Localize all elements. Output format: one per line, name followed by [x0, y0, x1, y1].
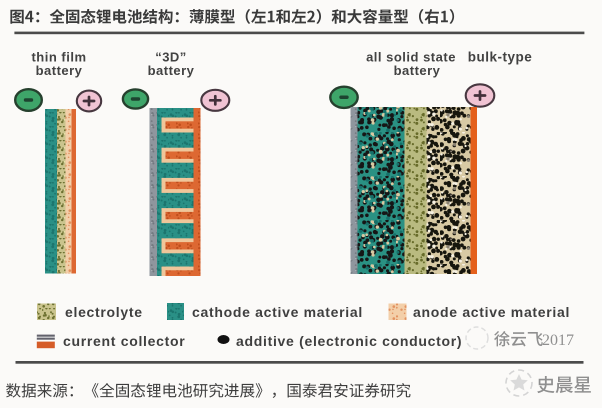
svg-text:cathode active material: cathode active material: [192, 304, 363, 320]
svg-text:all solid state: all solid state: [366, 49, 456, 64]
svg-text:battery: battery: [148, 63, 195, 78]
svg-text:anode active material: anode active material: [413, 304, 570, 320]
svg-text:“3D”: “3D”: [155, 49, 187, 64]
svg-text:bulk-type: bulk-type: [468, 49, 533, 64]
svg-text:2017: 2017: [542, 332, 574, 349]
svg-text:electrolyte: electrolyte: [65, 304, 143, 320]
svg-text:current collector: current collector: [63, 333, 185, 349]
svg-text:battery: battery: [394, 63, 441, 78]
svg-text:battery: battery: [36, 63, 83, 78]
svg-text:thin film: thin film: [31, 49, 86, 64]
svg-text:additive (electronic conductor: additive (electronic conductor): [236, 333, 462, 349]
